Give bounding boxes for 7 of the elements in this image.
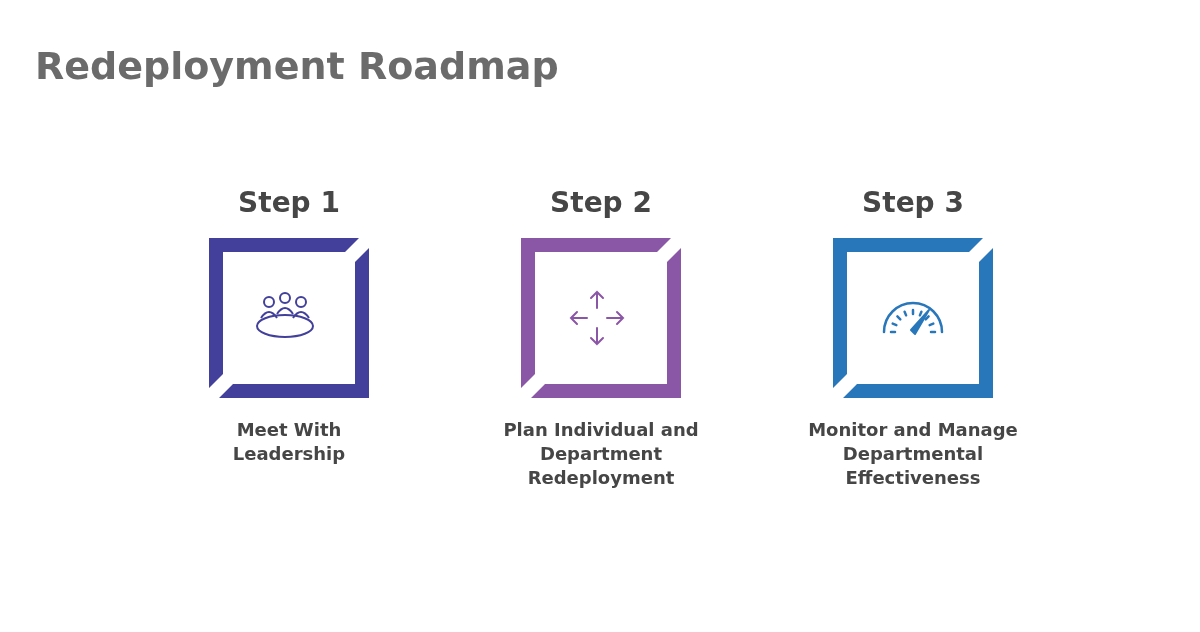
step-description: Monitor and Manage Departmental Effectiveness	[808, 418, 1018, 490]
step-heading: Step 2	[549, 186, 653, 219]
step-heading: Step 3	[861, 186, 965, 219]
step-description: Meet With Leadership	[231, 418, 347, 466]
title: Redeployment Roadmap	[35, 44, 559, 88]
step-description: Plan Individual and Department Redeployment	[502, 418, 700, 490]
step-heading: Step 1	[237, 186, 341, 219]
